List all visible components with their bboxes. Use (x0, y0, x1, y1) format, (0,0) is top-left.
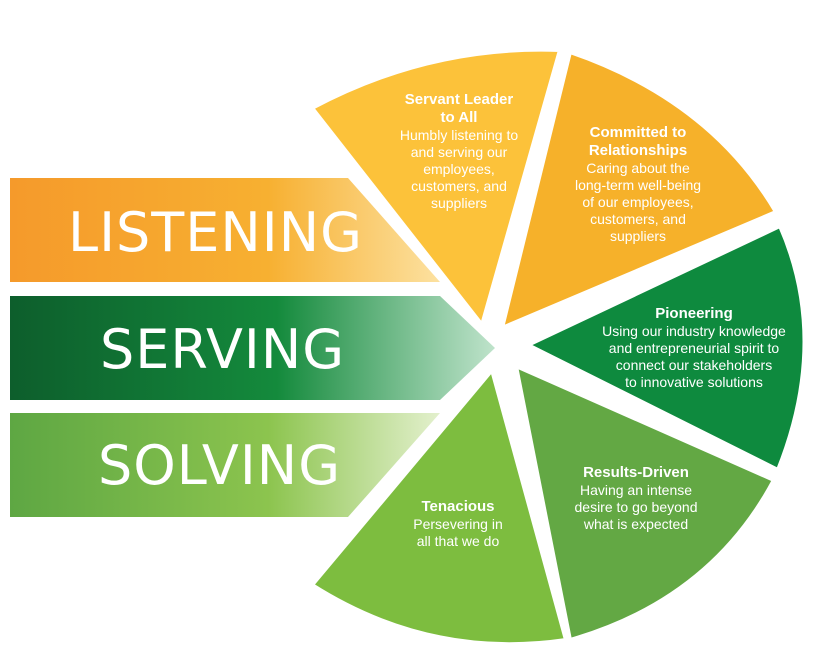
arrow-solving: SOLVING (10, 413, 440, 517)
wedge-pioneering-description: to innovative solutions (625, 374, 763, 390)
wedge-committed-description: Caring about the (586, 160, 690, 176)
wedge-pioneering-shape (523, 223, 807, 473)
wedge-committed (499, 49, 779, 332)
wedge-servant-leader-description: employees, (423, 161, 495, 177)
wedge-servant-leader-title: Servant Leader (405, 91, 514, 108)
arrow-listening-label: LISTENING (68, 201, 363, 264)
wedge-servant-leader-description: suppliers (431, 195, 487, 211)
wedge-tenacious-description: all that we do (417, 533, 500, 549)
arrow-serving: SERVING (10, 296, 495, 400)
wedge-servant-leader-description: and serving our (411, 144, 508, 160)
wedge-tenacious-description: Persevering in (413, 516, 503, 532)
wedge-pioneering-description: Using our industry knowledge (602, 323, 786, 339)
arrow-solving-shape (10, 413, 440, 517)
wedge-pioneering (523, 223, 807, 473)
wedge-committed-title: Relationships (589, 142, 687, 159)
arrow-listening: LISTENING (10, 178, 440, 282)
wedge-pioneering-title: Pioneering (655, 305, 733, 322)
arrow-listening-shape (10, 178, 440, 282)
wedge-tenacious-title: Tenacious (421, 498, 494, 515)
wedge-results-driven-title: Results-Driven (583, 464, 689, 481)
wedge-committed-shape (499, 49, 779, 332)
wedge-results-driven-description: Having an intense (580, 482, 692, 498)
wedge-tenacious-shape (309, 365, 569, 647)
wedge-tenacious (309, 365, 569, 647)
wedge-committed-title: Committed to (590, 124, 687, 141)
wedge-results-driven-description: desire to go beyond (575, 499, 698, 515)
wedge-results-driven-description: what is expected (583, 516, 688, 532)
wedge-results-driven-shape (513, 362, 777, 643)
wedge-servant-leader-shape (308, 47, 563, 330)
arrow-solving-label: SOLVING (98, 434, 341, 497)
wedge-servant-leader-title: to All (441, 109, 478, 126)
wedge-pioneering-description: and entrepreneurial spirit to (609, 340, 780, 356)
wedge-servant-leader-description: customers, and (411, 178, 507, 194)
wedge-results-driven (513, 362, 777, 643)
arrow-serving-shape (10, 296, 495, 400)
wedge-committed-description: of our employees, (582, 194, 693, 210)
wedge-committed-description: suppliers (610, 228, 666, 244)
wedge-pioneering-description: connect our stakeholders (616, 357, 772, 373)
wedge-servant-leader (308, 47, 563, 330)
wedge-committed-description: long-term well-being (575, 177, 701, 193)
arrow-serving-label: SERVING (100, 318, 345, 381)
wedge-servant-leader-description: Humbly listening to (400, 127, 518, 143)
wedge-committed-description: customers, and (590, 211, 686, 227)
